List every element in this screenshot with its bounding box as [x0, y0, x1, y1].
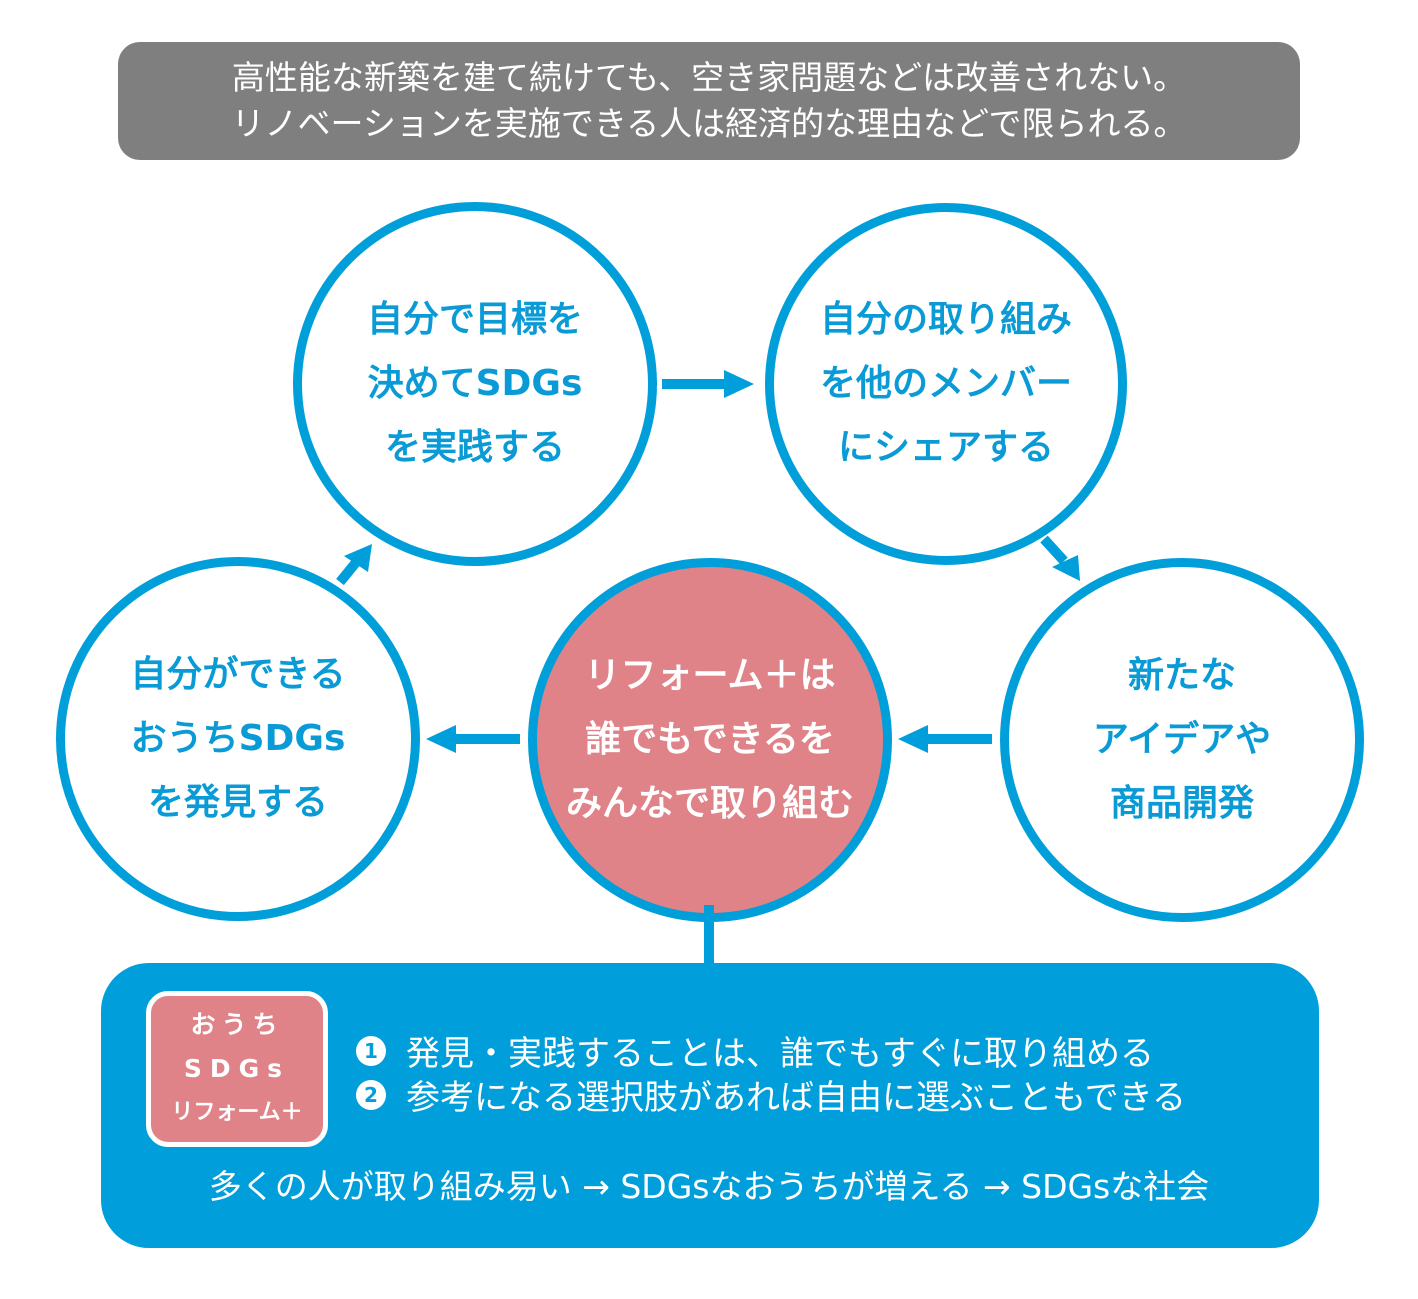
node-line: 自分で目標を — [366, 299, 583, 340]
node-line: 誰でもできるを — [585, 719, 835, 760]
arrow-down-right-icon — [1040, 535, 1080, 581]
center-connector-line — [704, 905, 714, 967]
cycle-node-share: 自分の取り組み を他のメンバー にシェアする — [765, 203, 1127, 565]
node-line: 自分の取り組み — [819, 299, 1072, 340]
arrow-left-icon — [898, 725, 992, 753]
banner-line-2: リノベーションを実施できる人は経済的な理由などで限られる。 — [231, 104, 1187, 143]
node-line: を他のメンバー — [819, 363, 1072, 404]
node-line: を発見する — [147, 782, 328, 823]
outcome-flow-text: 多くの人が取り組み易い → SDGsなおうちが増える → SDGsな社会 — [208, 1167, 1210, 1206]
node-line: アイデアや — [1092, 719, 1272, 760]
number-1-icon: 1 — [356, 1035, 386, 1066]
node-line: 自分ができる — [130, 654, 346, 695]
node-line: みんなで取り組む — [565, 783, 854, 824]
number-2-icon: 2 — [356, 1079, 386, 1110]
point-item-2: 2 参考になる選択肢があれば自由に選ぶこともできる — [356, 1070, 1186, 1119]
badge-line-1: おうち — [190, 1010, 284, 1039]
node-line: 商品開発 — [1109, 783, 1254, 824]
node-line: 新たな — [1127, 655, 1236, 696]
badge-line-3: リフォーム＋ — [171, 1100, 303, 1125]
cycle-node-set-goals: 自分で目標を 決めてSDGs を実践する — [293, 202, 657, 566]
point-text: 発見・実践することは、誰でもすぐに取り組める — [406, 1034, 1154, 1074]
cycle-node-discover: 自分ができる おうちSDGs を発見する — [56, 557, 420, 921]
point-item-1: 1 発見・実践することは、誰でもすぐに取り組める — [356, 1026, 1154, 1075]
node-line: おうちSDGs — [130, 718, 346, 759]
arrow-right-icon — [662, 370, 754, 398]
cycle-center-node: リフォーム＋は 誰でもできるを みんなで取り組む — [528, 558, 892, 922]
node-line: リフォーム＋は — [584, 655, 836, 696]
node-line: を実践する — [384, 427, 565, 468]
badge-line-2: SDGs — [183, 1054, 291, 1083]
ouchi-sdgs-reform-badge: おうち SDGs リフォーム＋ — [146, 991, 328, 1147]
banner-line-1: 高性能な新築を建て続けても、空き家問題などは改善されない。 — [231, 58, 1187, 97]
point-text: 参考になる選択肢があれば自由に選ぶこともできる — [406, 1078, 1186, 1118]
problem-banner: 高性能な新築を建て続けても、空き家問題などは改善されない。 リノベーションを実施… — [118, 42, 1300, 160]
arrow-up-right-icon — [336, 544, 372, 586]
arrow-left-icon — [426, 725, 520, 753]
cycle-node-new-ideas: 新たな アイデアや 商品開発 — [1000, 558, 1364, 922]
node-line: にシェアする — [837, 427, 1054, 468]
node-line: 決めてSDGs — [367, 363, 583, 404]
